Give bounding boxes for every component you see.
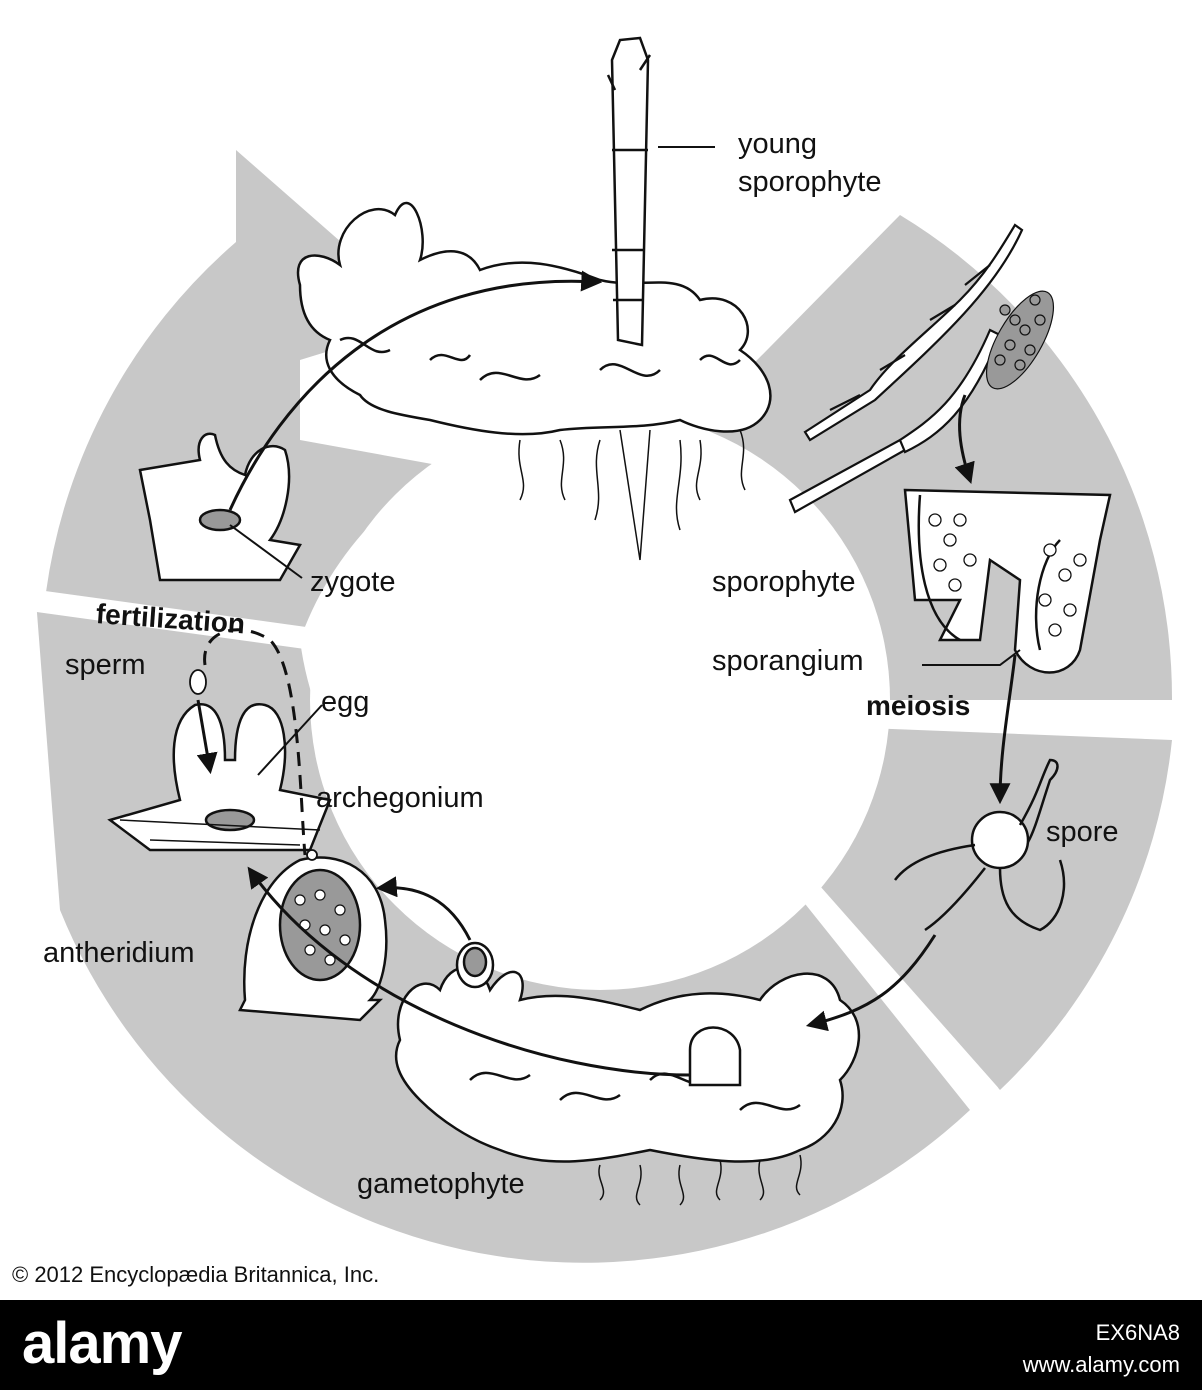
diagram-artwork: [28, 36, 1191, 1263]
alamy-logo: alamy: [22, 1311, 182, 1376]
zygote-drawing: [138, 432, 302, 582]
copyright-notice: © 2012 Encyclopædia Britannica, Inc.: [12, 1262, 380, 1287]
strobilus: [985, 290, 1055, 390]
young-sporophyte-plant: [296, 36, 772, 561]
cycle-arrows: [196, 270, 1017, 1077]
label-sperm: sperm: [65, 649, 146, 681]
label-sporophyte-young: sporophyte: [738, 166, 882, 198]
sperm-cells: [189, 669, 318, 861]
ring-dividers: [28, 589, 1191, 1103]
gametophyte-drawing: [394, 966, 861, 1206]
footer-url: www.alamy.com: [1022, 1352, 1180, 1377]
center-disc: [310, 410, 890, 990]
label-sporophyte: sporophyte: [712, 566, 856, 598]
sporangium-drawing: [903, 488, 1112, 674]
label-meiosis: meiosis: [866, 690, 971, 721]
spore-drawing: [894, 758, 1066, 932]
label-antheridium: antheridium: [43, 937, 195, 969]
label-archegonium: archegonium: [316, 782, 484, 814]
image-id: EX6NA8: [1095, 1320, 1180, 1345]
mature-sporophyte-branch: [788, 223, 1055, 514]
label-gametophyte: gametophyte: [357, 1168, 525, 1200]
ring-segment-spore: [805, 728, 1172, 1090]
label-spore: spore: [1046, 816, 1119, 848]
archegonium-drawing: [107, 703, 332, 852]
life-cycle-diagram: young sporophyte sporophyte sporangium m…: [12, 36, 1191, 1287]
label-zygote: zygote: [310, 566, 396, 598]
label-sporangium: sporangium: [712, 645, 864, 677]
label-egg: egg: [321, 686, 370, 718]
label-young: young: [738, 128, 818, 160]
leader-lines: [229, 146, 1021, 776]
stock-footer-bar: alamy EX6NA8 www.alamy.com: [0, 1300, 1202, 1390]
